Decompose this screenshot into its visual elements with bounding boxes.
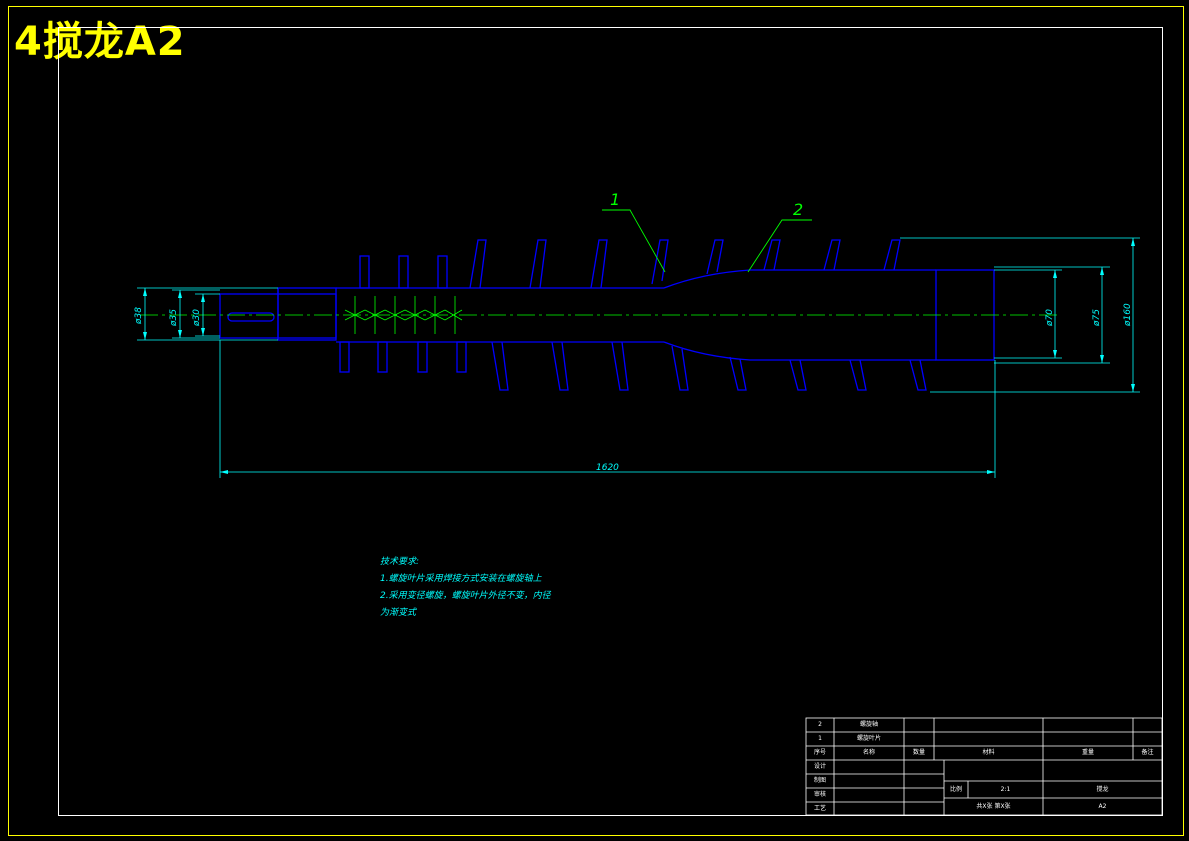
- paddle: [339, 341, 350, 373]
- paddle: [417, 341, 428, 373]
- outer-frame: [8, 6, 1184, 836]
- paddle: [456, 341, 467, 373]
- balloon-leaders: [602, 209, 812, 273]
- dim-d35: ø35: [169, 309, 179, 327]
- balloon-1: 1: [610, 190, 620, 209]
- tech-heading: 技术要求:: [380, 557, 420, 567]
- tech-line-1: 1.螺旋叶片采用焊接方式安装在螺旋轴上: [380, 574, 542, 584]
- shaft-end-d38: [277, 287, 337, 341]
- header-remark: 备注: [1141, 749, 1154, 756]
- drawing-title-stamp: 4搅龙A2: [14, 19, 186, 65]
- header-name: 名称: [862, 749, 875, 756]
- dim-d30: ø30: [192, 309, 202, 327]
- title-block-grid: [805, 717, 1163, 816]
- keyway: [227, 312, 275, 322]
- inner-frame: [58, 27, 1163, 816]
- balloon-numbers: 1 2: [610, 190, 803, 219]
- tech-line-2: 2.采用变径螺旋，螺旋叶片外径不变，内径: [380, 591, 551, 601]
- role-drawing: 制图: [813, 777, 826, 784]
- dimension-lines: [137, 237, 1140, 478]
- helical-flights: [469, 239, 927, 391]
- bom-no-1: 1: [818, 735, 822, 742]
- dim-d38: ø38: [134, 307, 144, 325]
- bom-name-2: 螺旋轴: [859, 721, 878, 728]
- technical-requirements: 技术要求: 1.螺旋叶片采用焊接方式安装在螺旋轴上 2.采用变径螺旋，螺旋叶片外…: [380, 554, 551, 622]
- header-weight: 重量: [1081, 749, 1094, 756]
- header-qty: 数量: [912, 749, 925, 756]
- tech-line-3: 为渐变式: [380, 608, 417, 618]
- header-no: 序号: [813, 749, 826, 756]
- header-material: 材料: [982, 749, 995, 756]
- dim-d70: ø70: [1045, 309, 1055, 327]
- dimension-texts: ø38 ø35 ø30 ø70 ø75 ø160 1620: [134, 303, 1133, 473]
- scale-label: 比例: [949, 786, 962, 793]
- sheet-count: 共X张 第X张: [976, 803, 1011, 810]
- role-review: 审核: [813, 791, 826, 798]
- dim-d160: ø160: [1123, 303, 1133, 327]
- paddle: [437, 255, 448, 289]
- sheet-format: A2: [1098, 803, 1107, 810]
- scale-value: 2:1: [1000, 786, 1011, 793]
- auger-shaft: [219, 255, 995, 373]
- part-name: 搅龙: [1096, 786, 1109, 793]
- role-process: 工艺: [813, 805, 826, 812]
- dim-d75: ø75: [1092, 309, 1102, 327]
- dimension-arrows: [143, 238, 1135, 474]
- balloon-2: 2: [793, 200, 803, 219]
- bom-no-2: 2: [818, 721, 822, 728]
- bom-name-1: 螺旋叶片: [856, 735, 881, 742]
- dim-length: 1620: [596, 463, 619, 473]
- paddle: [359, 255, 370, 289]
- role-design: 设计: [813, 763, 826, 770]
- paddle: [377, 341, 388, 373]
- paddle: [398, 255, 409, 289]
